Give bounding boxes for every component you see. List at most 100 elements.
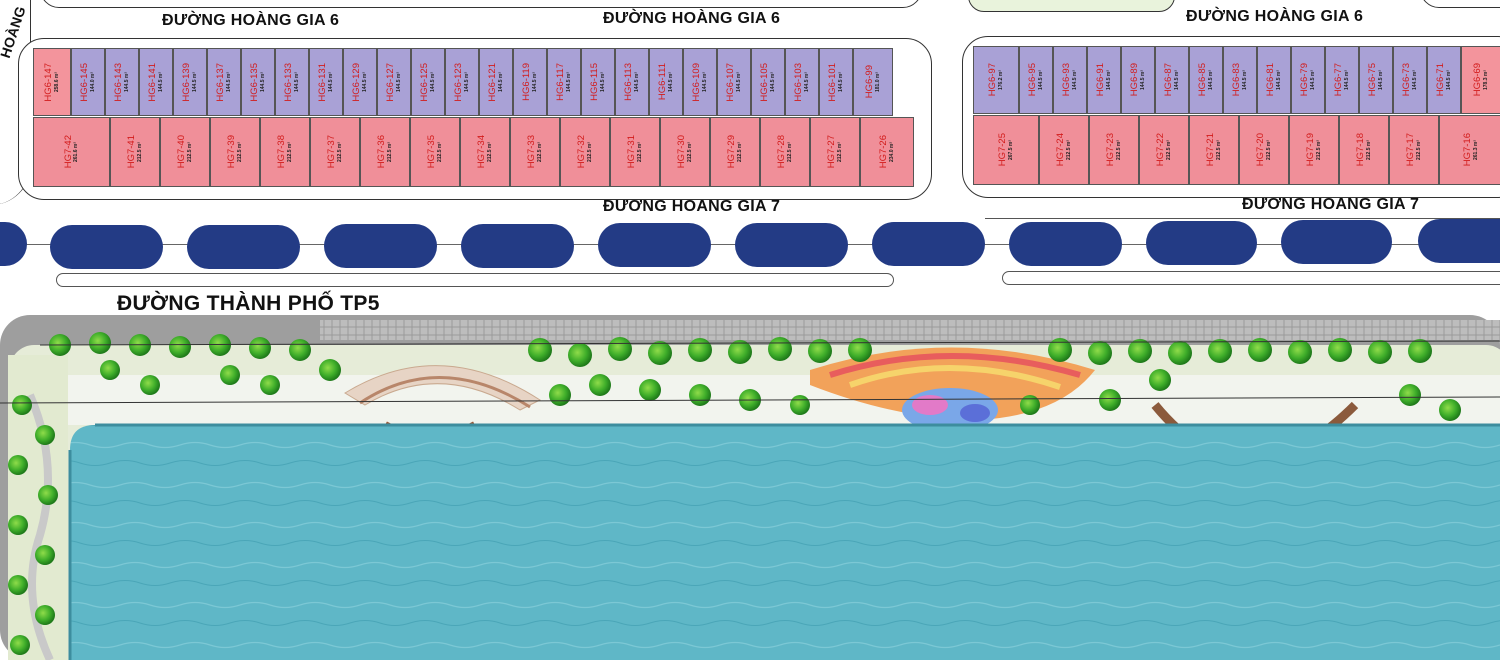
median-planter [324, 224, 437, 268]
lot-area: 212.5 m² [436, 141, 443, 162]
median-planter [598, 223, 711, 267]
lot-code: HG7-18 [1355, 133, 1367, 167]
lot-code: HG6-79 [1299, 63, 1311, 97]
lot-area: 144.5 m² [735, 71, 742, 92]
lot-code: HG7-16 [1462, 133, 1474, 167]
lot-code: HG6-131 [317, 62, 329, 102]
lot-code: HG6-133 [283, 62, 295, 102]
lot-code: HG6-105 [759, 62, 771, 102]
median-planter [0, 222, 27, 266]
park-paving [320, 320, 1500, 340]
median-planter [1418, 219, 1500, 263]
lot-code: HG7-38 [276, 135, 288, 169]
lot-code: HG7-39 [226, 135, 238, 169]
lot-code: HG6-85 [1197, 63, 1209, 97]
lot-area: 267.5 m² [1007, 139, 1014, 160]
median-edge [985, 218, 1500, 219]
lot-area: 144.5 m² [191, 71, 198, 92]
sidewalk-strip [56, 273, 894, 287]
lot-code: HG7-29 [726, 135, 738, 169]
lot-area: 144.0 m² [89, 71, 96, 92]
lot-area: 212.5 m² [186, 141, 193, 162]
lot-area: 212.5 m² [636, 141, 643, 162]
lot-code: HG7-35 [426, 135, 438, 169]
amphitheater [344, 365, 542, 411]
lot-code: HG6-93 [1061, 63, 1073, 97]
lot-code: HG7-25 [997, 133, 1009, 167]
lot-code: HG6-95 [1027, 63, 1039, 97]
lot-code: HG7-22 [1155, 133, 1167, 167]
lot-code: HG7-42 [62, 135, 74, 169]
lot-area: 144.5 m² [1275, 69, 1282, 90]
lot-area: 176.2 m² [997, 69, 1004, 90]
